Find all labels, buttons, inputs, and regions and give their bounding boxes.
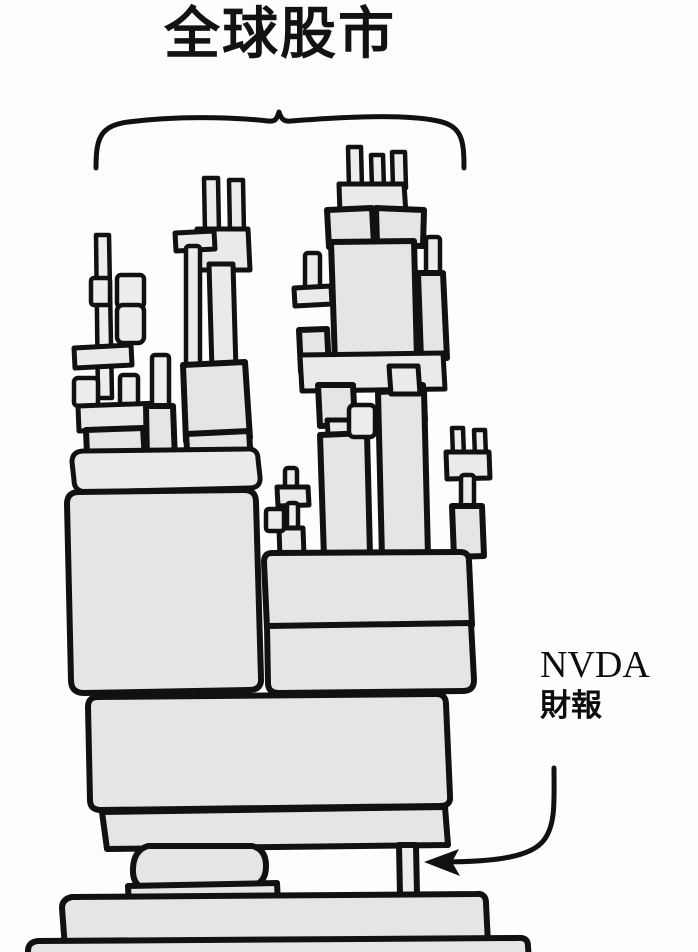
t-antenna-stem-left [183, 243, 203, 375]
stub-left-b [117, 372, 141, 408]
cap-small-a [274, 484, 312, 509]
tower-left-neck [206, 261, 239, 373]
annotation-label: NVDA 財報 [540, 646, 690, 726]
curved-arrow [424, 765, 557, 876]
base-stack [25, 691, 532, 952]
cap-left-megablock [69, 446, 263, 495]
annotation-ticker: NVDA [540, 644, 650, 686]
wide-slab [85, 691, 454, 813]
annotation-subtitle: 財報 [540, 688, 602, 724]
block-left-c [114, 302, 147, 346]
left-tower-cluster [71, 175, 255, 484]
skew-plate [99, 804, 451, 852]
tower-right-left [317, 430, 373, 561]
nub-small-a [263, 506, 287, 534]
right-block-lower [264, 620, 477, 696]
bottle-center-right [415, 270, 450, 362]
thin-support-column [396, 842, 420, 898]
top-curly-brace [93, 109, 467, 171]
mast-slim-left [93, 232, 115, 401]
right-block-upper [261, 549, 475, 631]
base-slab-bottom [25, 934, 532, 952]
center-tower-cluster [263, 144, 493, 561]
shoulder-center-right [373, 205, 427, 249]
block-left-b [114, 272, 147, 310]
block-far-right [449, 503, 487, 560]
block-small-right [346, 402, 378, 440]
crossbar-left-upper [71, 342, 135, 371]
tower-right-mid [375, 387, 431, 561]
arrow-head [424, 849, 460, 876]
page-title: 全球股市 [164, 2, 396, 67]
antenna-left-2 [226, 177, 247, 236]
antenna-left-1 [201, 175, 222, 236]
left-megablock [64, 487, 265, 696]
mast-cap-left [88, 275, 113, 308]
cap-far-right [443, 449, 493, 482]
mid-slabs [64, 446, 477, 696]
stub-left-a [71, 375, 101, 409]
tower-right-mid-cap [386, 363, 423, 397]
tower-center-body [328, 238, 420, 365]
cap-center-left [291, 283, 335, 309]
